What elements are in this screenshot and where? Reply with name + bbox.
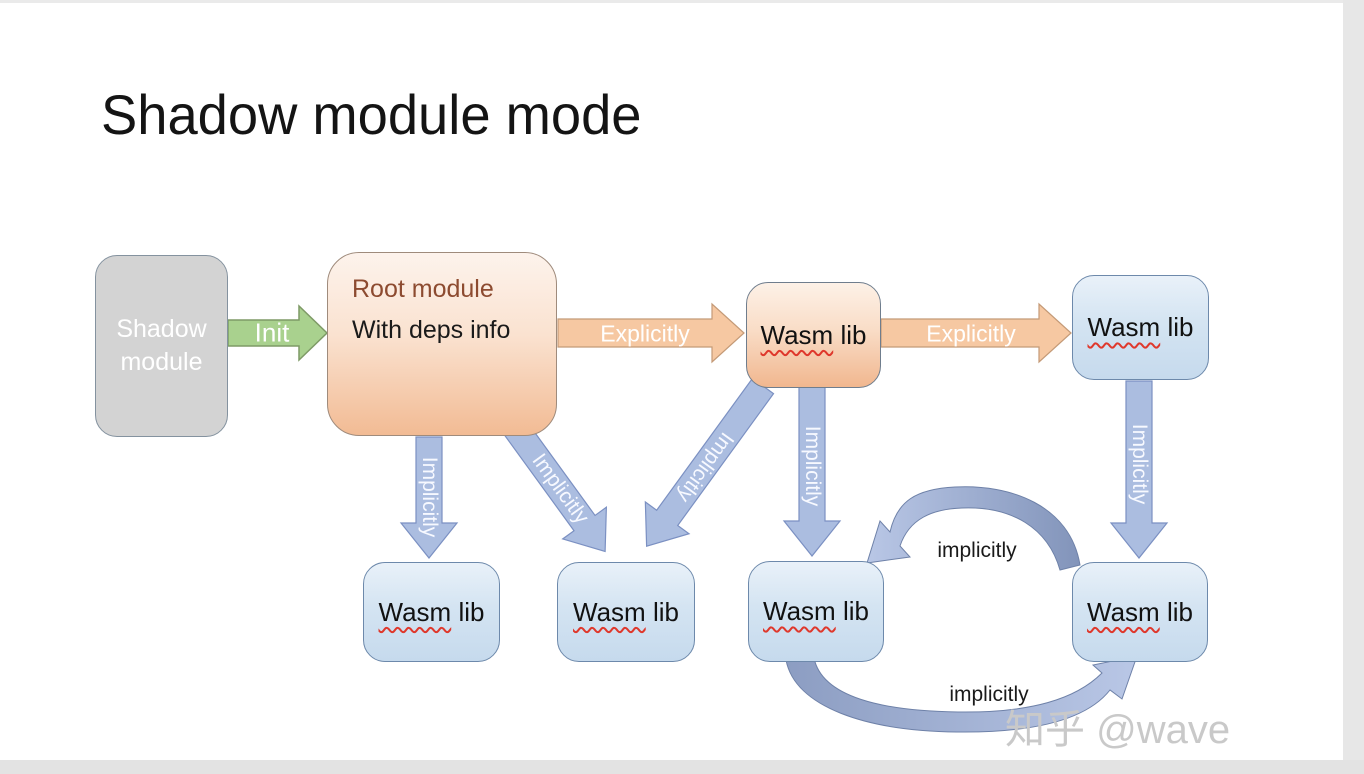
implicitly-arrow-wasm-to-lib3 — [782, 385, 842, 557]
wasm-lib-box-bottom-2: Wasm lib — [557, 562, 695, 662]
explicitly-arrow-label-1: Explicitly — [600, 320, 690, 347]
implicitly-label-wasm-to-lib4: Implicitly — [1128, 423, 1151, 505]
wasm-lib-label: Wasm lib — [760, 319, 867, 350]
wasm-lib-label: Wasm lib — [573, 596, 679, 627]
root-module-subtitle: With deps info — [352, 316, 511, 344]
root-module-box: Root module With deps info — [327, 252, 557, 436]
wasm-lib-box-top-1: Wasm lib — [746, 282, 881, 388]
init-arrow-label: Init — [254, 317, 290, 348]
implicitly-arrow-wasm-to-lib4 — [1109, 380, 1169, 559]
implicitly-arrow-root-to-lib2 — [502, 417, 608, 553]
wasm-lib-box-bottom-1: Wasm lib — [363, 562, 500, 662]
slide-title: Shadow module mode — [101, 83, 642, 146]
implicitly-curve-arrow-top — [866, 486, 1081, 571]
frame-edge-bottom — [0, 760, 1364, 774]
implicitly-label-curve-bottom: implicitly — [949, 683, 1029, 706]
wasm-lib-box-bottom-3: Wasm lib — [748, 561, 884, 662]
root-module-title: Root module — [352, 275, 494, 303]
explicitly-arrow-label-2: Explicitly — [926, 320, 1016, 347]
wasm-lib-label: Wasm lib — [1087, 312, 1194, 342]
frame-edge-right — [1343, 0, 1364, 774]
wasm-lib-box-bottom-4: Wasm lib — [1072, 562, 1208, 662]
shadow-module-label: Shadow module — [116, 315, 207, 376]
explicitly-arrow-1 — [557, 302, 745, 364]
implicitly-label-root-to-lib1: Implicitly — [418, 456, 441, 538]
wasm-lib-box-top-2: Wasm lib — [1072, 275, 1209, 380]
shadow-module-box: Shadow module — [95, 255, 228, 437]
init-arrow — [227, 304, 329, 362]
implicitly-label-curve-top: implicitly — [937, 539, 1017, 562]
zhihu-watermark: 知乎 @wave — [1005, 708, 1231, 752]
frame-edge-top — [0, 0, 1364, 3]
implicitly-label-wasm-to-lib3: Implicitly — [801, 425, 824, 507]
implicitly-arrow-wasm-to-lib2 — [644, 377, 775, 547]
wasm-lib-label: Wasm lib — [1087, 596, 1193, 627]
wasm-lib-label: Wasm lib — [763, 596, 869, 626]
implicitly-arrow-root-to-lib1 — [399, 436, 459, 559]
wasm-lib-label: Wasm lib — [378, 596, 485, 627]
explicitly-arrow-2 — [880, 302, 1072, 364]
